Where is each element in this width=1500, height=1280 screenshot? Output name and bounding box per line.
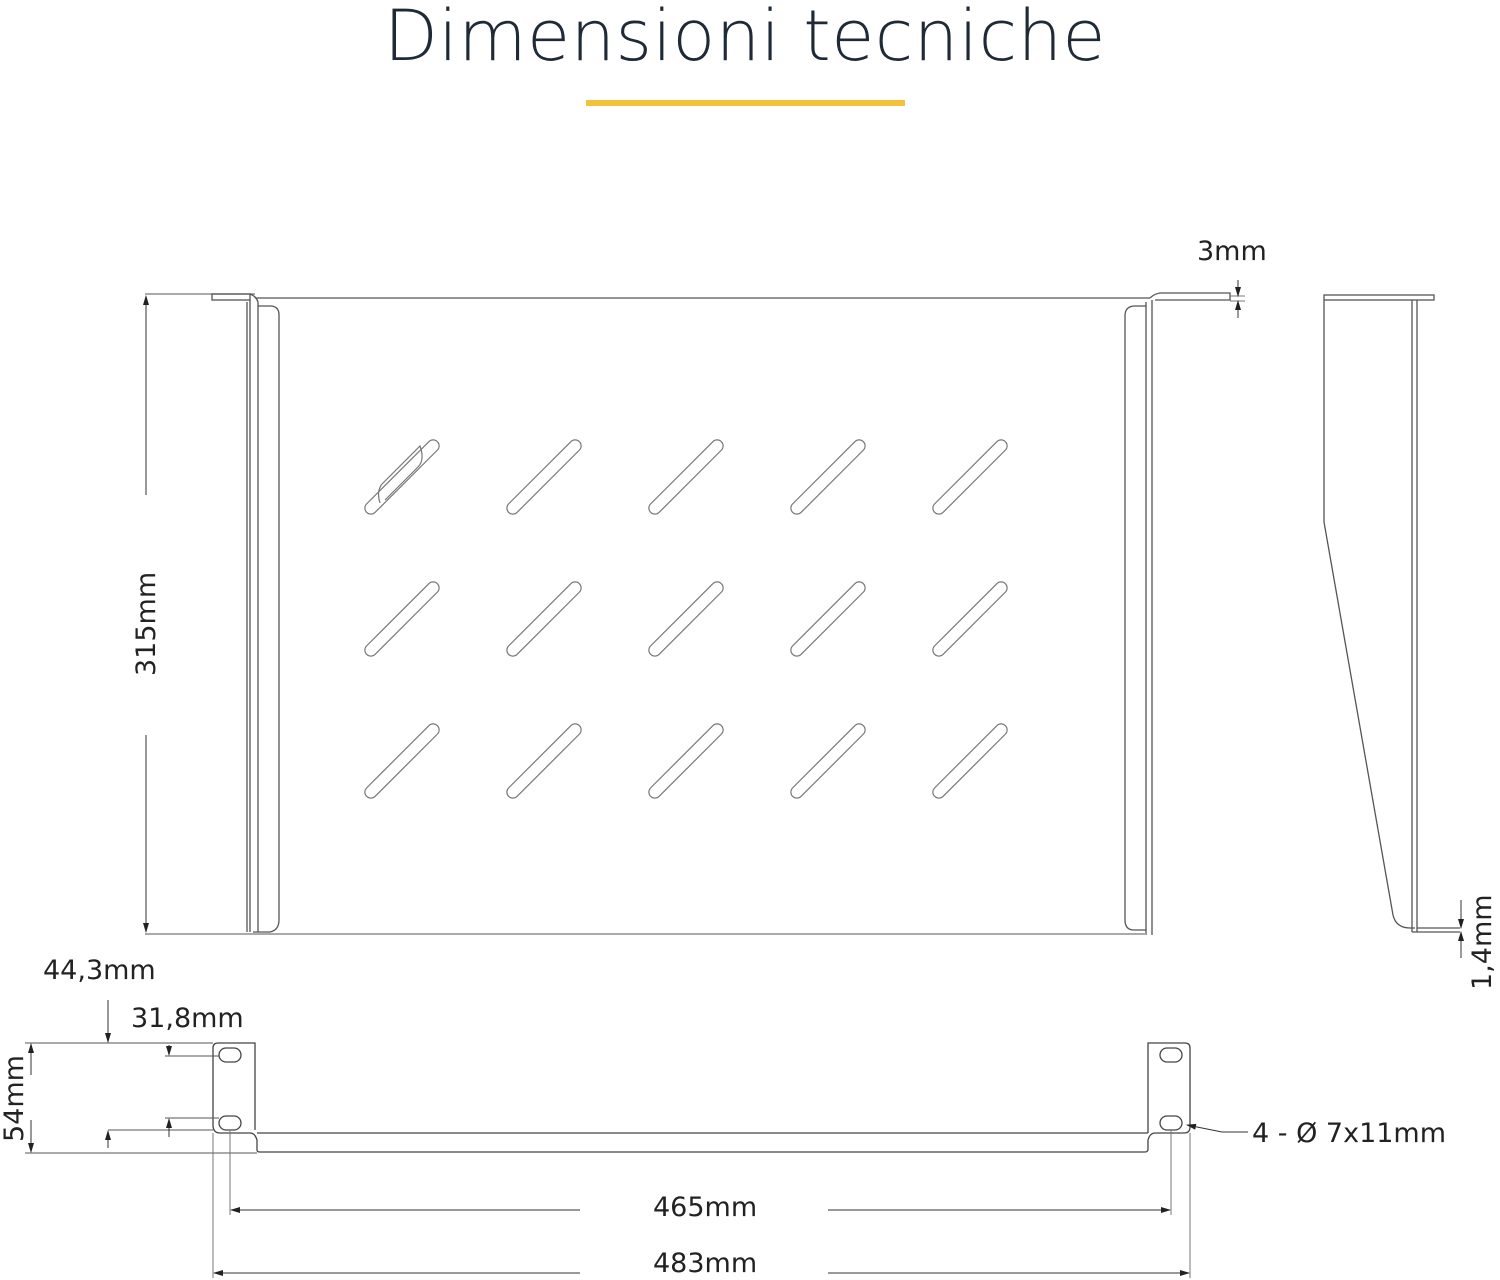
ventilation-slots — [377, 444, 423, 504]
bottom-thickness-label: 1,4mm — [1467, 894, 1498, 990]
front-dimension-lines — [25, 1000, 1248, 1278]
overall-width-label: 483mm — [653, 1248, 758, 1279]
title-accent-underline — [586, 100, 905, 106]
flange-thickness-label: 3mm — [1197, 236, 1267, 267]
depth-label: 315mm — [131, 571, 162, 676]
flange-thickness-dimension — [1230, 280, 1245, 318]
front-view-panel — [212, 1042, 1191, 1153]
hole-spacing-inner-label: 31,8mm — [131, 1003, 244, 1034]
height-label: 54mm — [0, 1055, 30, 1142]
hole-center-width-label: 465mm — [653, 1192, 758, 1223]
side-view-bracket — [1323, 294, 1460, 933]
top-view-shelf — [145, 292, 1231, 935]
slot-grid — [364, 439, 1008, 799]
page-title: Dimensioni tecniche — [383, 0, 1106, 77]
hole-spacing-outer-label: 44,3mm — [43, 955, 156, 986]
holes-label: 4 - Ø 7x11mm — [1252, 1118, 1447, 1149]
